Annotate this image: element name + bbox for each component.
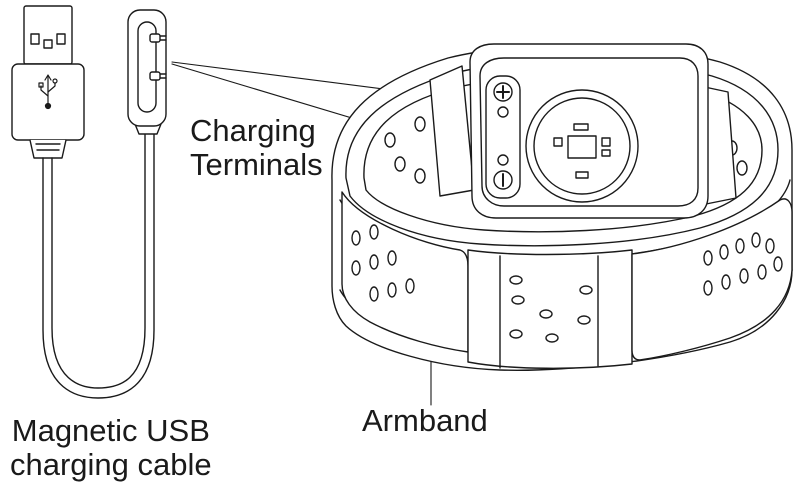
- sensor-module: [469, 43, 709, 219]
- plus-icon: [493, 82, 513, 102]
- armband-label: Armband: [362, 403, 488, 438]
- usb-cable-label-line2: charging cable: [10, 447, 212, 482]
- armband: [331, 43, 793, 371]
- charging-terminals-label: Charging Terminals: [190, 114, 323, 182]
- charger-pins: [149, 33, 167, 81]
- cable-wire: [42, 133, 155, 399]
- usb-cable: [11, 5, 167, 399]
- magnetic-charger-head: [127, 9, 167, 127]
- minus-icon: [493, 170, 513, 190]
- usb-cable-label-line1: Magnetic USB: [11, 413, 210, 448]
- charging-terminals-label-line2: Terminals: [190, 147, 323, 182]
- terminal-strip: [485, 75, 521, 199]
- charging-terminals-label-line1: Charging: [190, 113, 316, 148]
- armband-center-strip: [467, 249, 633, 369]
- optical-sensor: [525, 89, 639, 203]
- charging-terminal-bottom: [497, 154, 509, 166]
- charging-terminal-top: [497, 106, 509, 118]
- usb-cable-label: Magnetic USB charging cable: [10, 414, 212, 482]
- usb-icon: [38, 74, 58, 110]
